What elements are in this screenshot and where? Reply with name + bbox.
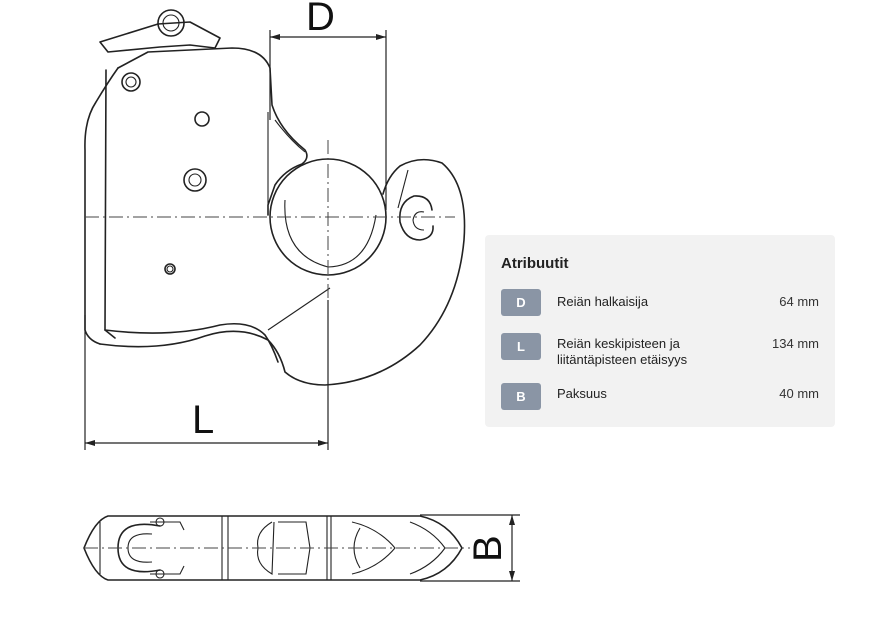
attribute-value: 64 mm [779, 294, 819, 309]
attribute-label: Reiän keskipisteen ja liitäntäpisteen et… [557, 336, 688, 367]
hook-side-view [84, 9, 466, 386]
attribute-badge: B [501, 383, 541, 410]
attribute-badge: D [501, 289, 541, 316]
dimension-b-label: B [466, 535, 510, 562]
dimension-d: D [269, 0, 387, 210]
attribute-label: Paksuus [557, 386, 607, 401]
attribute-badge: L [501, 333, 541, 360]
attribute-value: 134 mm [772, 336, 819, 351]
attributes-panel: Atribuutit D Reiän halkaisija 64 mm L Re… [485, 235, 835, 427]
dimension-l: L [84, 300, 329, 450]
dimension-d-label: D [306, 0, 335, 39]
dimension-b: B [420, 514, 520, 582]
attributes-title: Atribuutit [501, 255, 569, 272]
dimension-l-label: L [192, 398, 214, 442]
hook-top-view [83, 515, 470, 581]
attribute-value: 40 mm [779, 386, 819, 401]
attribute-label: Reiän halkaisija [557, 294, 649, 309]
